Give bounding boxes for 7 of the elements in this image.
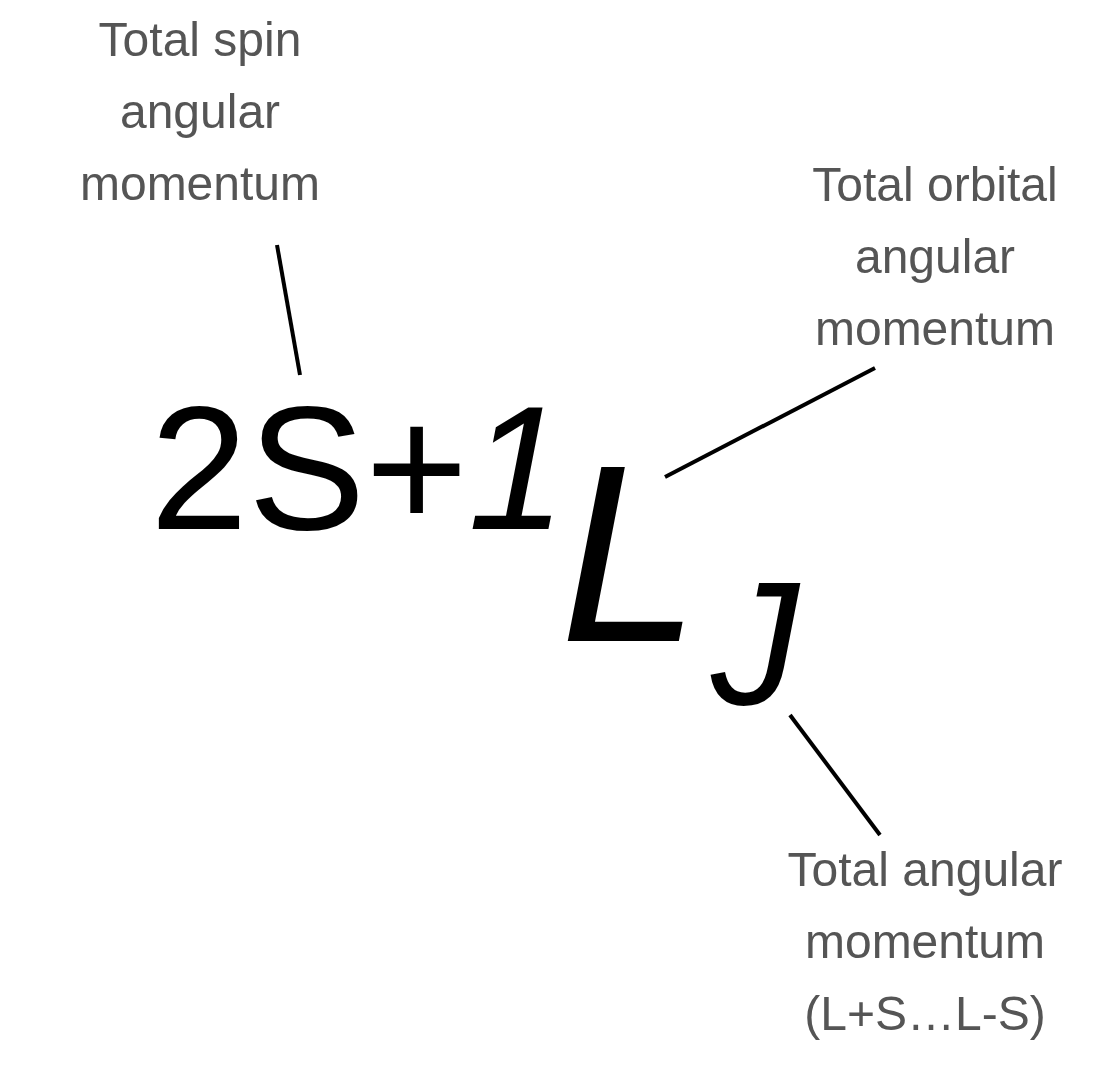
leader-line: [788, 713, 882, 837]
annotation-text: Total angular momentum (L+S…L-S): [735, 834, 1115, 1050]
annotation-text: Total orbital angular momentum: [760, 149, 1110, 369]
leader-line: [275, 244, 302, 376]
annotation-text: Total spin angular momentum: [30, 4, 370, 245]
leader-line: [664, 366, 876, 479]
multiplicity-symbol: 2S+1: [150, 380, 550, 556]
